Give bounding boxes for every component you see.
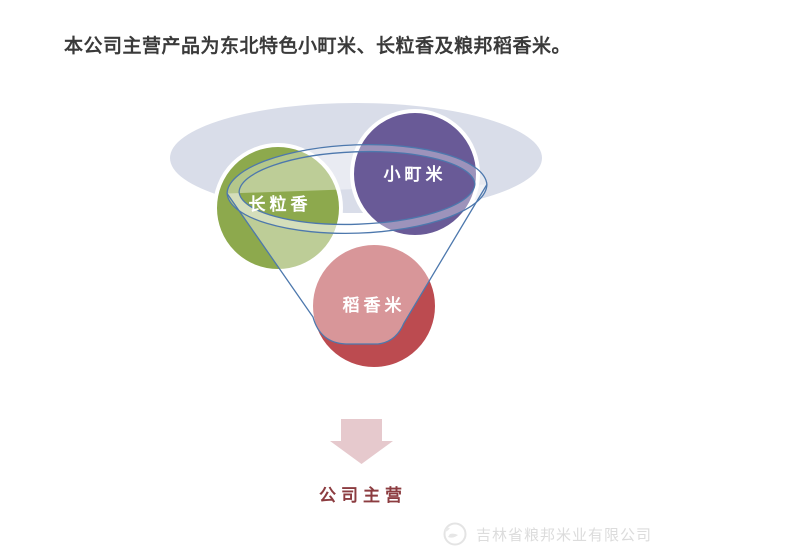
down-arrow-icon xyxy=(330,419,393,464)
company-logo-icon xyxy=(443,522,467,546)
company-name: 吉林省粮邦米业有限公司 xyxy=(476,526,653,544)
circle-changlixiang xyxy=(213,143,343,273)
funnel-cone-outline xyxy=(226,184,488,345)
diagram-caption: 公司主营 xyxy=(319,485,407,505)
company-footer: 吉林省粮邦米业有限公司 xyxy=(440,519,652,549)
funnel-inner-ellipse-outline xyxy=(238,150,476,226)
label-changlixiang: 长粒香 xyxy=(249,194,312,214)
funnel-outlines xyxy=(226,143,488,345)
label-xiaotingmi: 小町米 xyxy=(384,164,447,184)
label-daoxiangmi: 稻香米 xyxy=(343,295,406,315)
funnel-body-fill xyxy=(227,151,487,344)
page-title: 本公司主营产品为东北特色小町米、长粒香及粮邦稻香米。 xyxy=(64,36,572,57)
circle-daoxiangmi xyxy=(309,241,439,371)
circle-xiaotingmi xyxy=(350,109,480,239)
